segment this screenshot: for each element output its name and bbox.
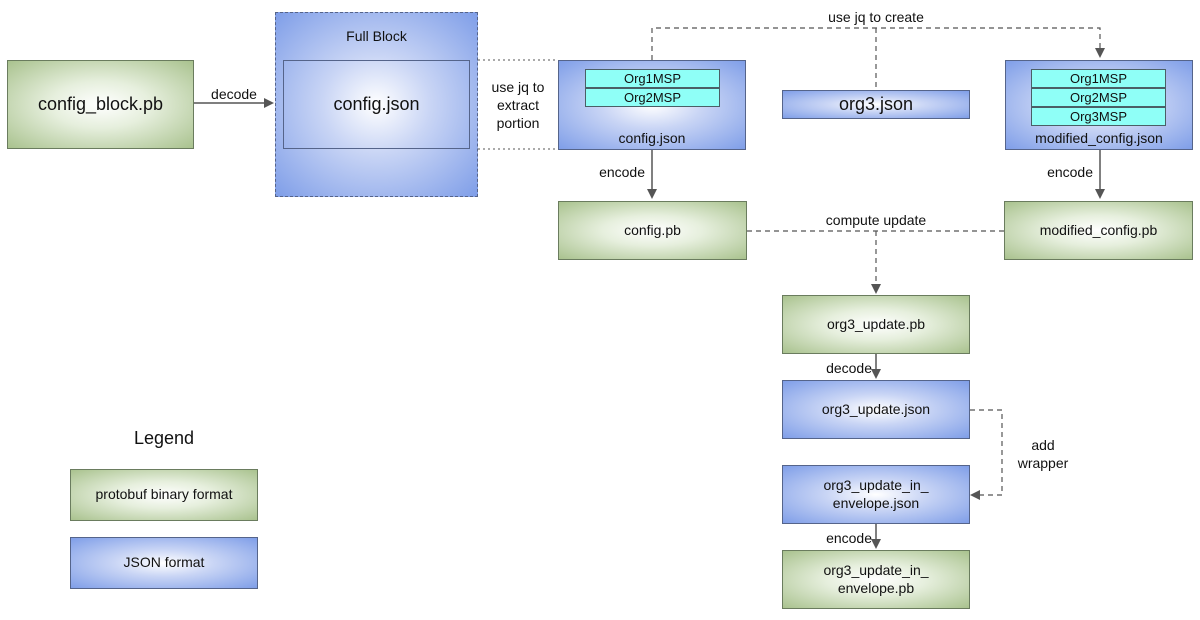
edge-label-decode-1: decode <box>211 86 257 102</box>
legend-protobuf-label: protobuf binary format <box>95 486 233 503</box>
full-block-config-json-label: config.json <box>333 94 420 115</box>
edge-label-add-wrapper-line1: add <box>1031 437 1055 453</box>
config-block-pb-label: config_block.pb <box>37 94 164 115</box>
legend-json-swatch: JSON format <box>70 537 258 589</box>
modified-config-pb-node: modified_config.pb <box>1004 201 1193 260</box>
org3-update-in-envelope-json-line1: org3_update_in_ <box>823 477 929 493</box>
org3-update-pb-node: org3_update.pb <box>782 295 970 354</box>
arrow-add-wrapper <box>970 409 1003 500</box>
edge-label-add-wrapper: add wrapper <box>1008 436 1078 472</box>
org3-update-pb-label: org3_update.pb <box>826 315 926 332</box>
org3-update-in-envelope-json-node: org3_update_in_ envelope.json <box>782 465 970 524</box>
org3-update-in-envelope-pb-line2: envelope.pb <box>837 579 915 596</box>
org3-json-node: org3.json <box>782 90 970 119</box>
full-block-node: Full Block <box>275 12 478 197</box>
legend-protobuf-swatch: protobuf binary format <box>70 469 258 521</box>
org3-json-label: org3.json <box>838 94 914 115</box>
org3-update-json-node: org3_update.json <box>782 380 970 439</box>
modified-config-json-label: modified_config.json <box>1035 129 1163 146</box>
org3-update-in-envelope-pb-line1: org3_update_in_ <box>823 562 929 578</box>
org3-update-json-label: org3_update.json <box>821 400 931 417</box>
edge-label-compute-update: compute update <box>825 212 927 228</box>
config-json-label: config.json <box>618 129 686 146</box>
edge-label-use-jq-extract: use jq to extract portion <box>480 78 556 133</box>
org3-update-in-envelope-json-line2: envelope.json <box>832 494 920 511</box>
edge-label-encode-right: encode <box>1047 164 1093 180</box>
edge-label-encode-left: encode <box>599 164 645 180</box>
edge-label-decode-2: decode <box>826 360 872 376</box>
full-block-config-json: config.json <box>283 60 470 149</box>
edge-label-add-wrapper-line2: wrapper <box>1017 455 1069 472</box>
legend-json-label: JSON format <box>123 554 205 571</box>
modified-config-json-msp-org2: Org2MSP <box>1031 88 1166 107</box>
config-pb-node: config.pb <box>558 201 747 260</box>
full-block-title: Full Block <box>346 28 407 44</box>
edge-label-use-jq-extract-line2: extract <box>496 97 539 114</box>
config-block-pb-node: config_block.pb <box>7 60 194 149</box>
edge-label-use-jq-create: use jq to create <box>806 8 946 27</box>
modified-config-json-msp-org1: Org1MSP <box>1031 69 1166 88</box>
org3-update-in-envelope-pb-node: org3_update_in_ envelope.pb <box>782 550 970 609</box>
modified-config-json-msp-org3: Org3MSP <box>1031 107 1166 126</box>
config-json-msp-org1: Org1MSP <box>585 69 720 88</box>
edge-label-use-jq-extract-line3: portion <box>496 115 540 132</box>
edge-label-encode-bottom: encode <box>826 530 872 546</box>
legend-title: Legend <box>133 428 195 448</box>
config-pb-label: config.pb <box>624 221 681 238</box>
edge-label-use-jq-extract-line1: use jq to <box>491 79 545 95</box>
config-json-msp-org2: Org2MSP <box>585 88 720 107</box>
modified-config-pb-label: modified_config.pb <box>1039 221 1158 238</box>
